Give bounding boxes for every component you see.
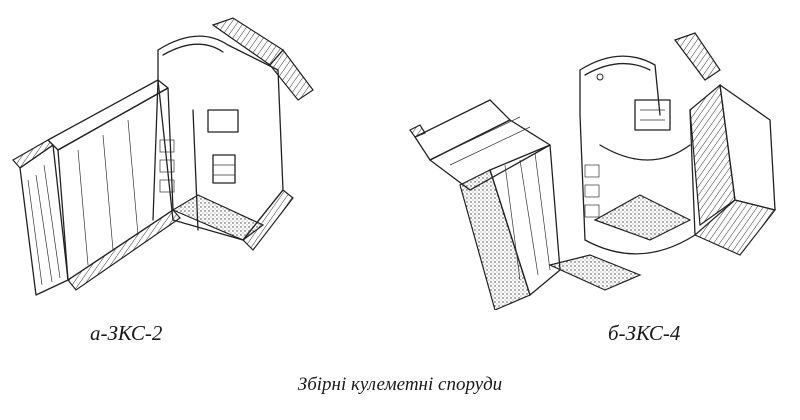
machine-gun: [207, 109, 239, 133]
machine-gun: [634, 99, 671, 131]
ammo-box: [212, 154, 236, 184]
zks-2-drawing: [8, 10, 338, 305]
zks-4-svg: [409, 32, 777, 310]
embrasure-slab: [269, 49, 314, 101]
trench-wall: [19, 144, 69, 296]
trench-edge-left: [12, 139, 54, 169]
trench-floor-edge: [67, 209, 181, 291]
trench-slab: [414, 99, 511, 161]
caption-zks-2: а-ЗКС-2: [90, 321, 163, 345]
soil-section: [459, 169, 531, 310]
zks-4-drawing: [390, 25, 785, 310]
zks-2-svg: [12, 17, 314, 296]
bunker-cylinder: [579, 109, 696, 255]
embrasure-slab: [674, 32, 721, 81]
bunker-floor: [593, 194, 692, 241]
trench-top: [47, 79, 169, 151]
roof-slab: [211, 17, 284, 66]
base-soil: [548, 254, 642, 291]
caption-zks-4: б-ЗКС-4: [608, 321, 681, 345]
bunker-dome: [579, 55, 661, 116]
right-wall-section: [689, 83, 736, 227]
base-slab: [693, 199, 777, 256]
bunker-wall-section: [242, 189, 294, 251]
figure-title: Збірні кулеметні споруди: [297, 374, 503, 395]
